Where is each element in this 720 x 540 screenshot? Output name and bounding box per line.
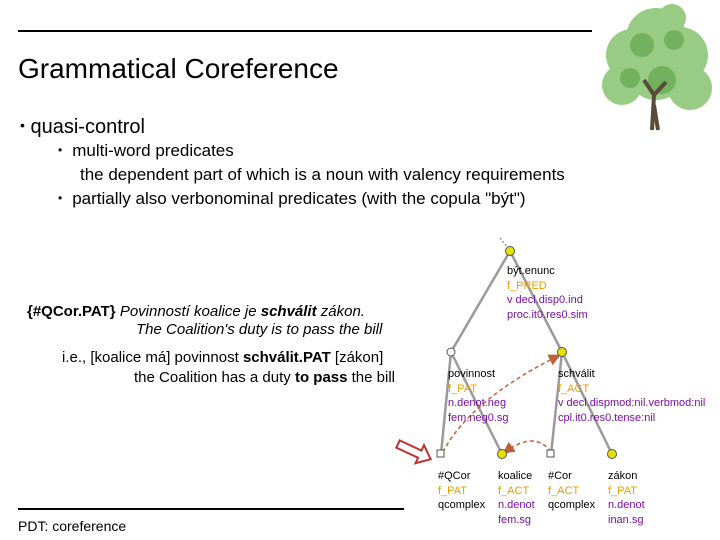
node-label-qcor: #QCor f_PAT qcomplex — [438, 469, 485, 513]
node-grammatemes: qcomplex — [548, 499, 596, 511]
node-grammatemes-2: fem.neg0.sg — [448, 411, 509, 424]
bullet-dot: • — [58, 143, 63, 157]
bullet-dot: • — [20, 117, 25, 133]
node-schvalit — [557, 347, 567, 357]
bullet-text: quasi-control — [30, 116, 145, 138]
node-functor: f_PRED — [507, 279, 547, 292]
node-grammatemes-2: cpl.it0.res0.tense:nil — [558, 411, 656, 424]
example-ie-english: the Coalition has a duty to pass the bil… — [134, 369, 395, 386]
bullet-quasi-control: • quasi-control — [20, 116, 145, 139]
node-grammatemes: qcomplex — [438, 499, 486, 511]
node-label-cor: #Cor f_ACT qcomplex — [548, 469, 595, 513]
node-lemma: zákon — [608, 470, 638, 482]
node-lemma: #QCor — [438, 470, 471, 482]
footer-rule — [18, 508, 404, 510]
slide-title: Grammatical Coreference — [18, 53, 339, 84]
node-grammatemes-2: inan.sg — [608, 513, 644, 526]
node-povinnost — [446, 347, 456, 357]
coref-arrow-qcor-schvalit — [442, 354, 561, 453]
tree-illustration — [602, 4, 712, 131]
example-english-text: The Coalition's duty is to pass the bill — [136, 321, 383, 338]
node-functor: f_ACT — [498, 484, 530, 497]
node-functor: f_PAT — [608, 484, 637, 497]
node-lemma: povinnost — [448, 368, 496, 380]
node-label-zakon: zákon f_PAT n.denot inan.sg — [608, 469, 645, 527]
node-grammatemes: v decl.dispmod:nil.verbmod:nil — [558, 397, 706, 409]
node-qcor — [436, 449, 445, 458]
sub-bullet-text: multi-word predicates — [72, 141, 234, 160]
node-label-root: být.enunc f_PRED v decl.disp0.ind proc.i… — [507, 264, 588, 322]
example-english: The Coalition's duty is to pass the bill — [136, 321, 382, 338]
pointer-arrow-icon — [394, 439, 433, 465]
example-czech-bold: schválit — [260, 303, 317, 320]
coref-arrow-cor-koalice — [502, 440, 552, 454]
node-functor: f_PAT — [448, 382, 477, 395]
node-cor — [546, 449, 555, 458]
example-tag: {#QCor.PAT} — [27, 303, 116, 320]
node-grammatemes: v decl.disp0.ind — [507, 294, 583, 306]
ie-en-after: the bill — [351, 369, 395, 386]
example-czech-after: zákon. — [320, 303, 365, 320]
node-grammatemes-2: fem.sg — [498, 513, 532, 526]
ie-before: i.e., [koalice má] povinnost — [62, 349, 239, 366]
node-grammatemes: n.denot — [498, 499, 535, 511]
node-grammatemes: n.denot.neg — [448, 397, 507, 409]
node-zakon — [607, 449, 617, 459]
sub-bullet-text: partially also verbonominal predicates (… — [72, 189, 526, 208]
node-label-povinnost: povinnost f_PAT n.denot.neg fem.neg0.sg — [448, 367, 509, 425]
tree-edges — [439, 250, 614, 455]
node-root — [505, 246, 515, 256]
node-functor: f_ACT — [558, 382, 590, 395]
sub-bullet-1: • multi-word predicates — [58, 141, 234, 161]
footer-text: PDT: coreference — [18, 518, 127, 534]
node-grammatemes-2: proc.it0.res0.sim — [507, 308, 588, 321]
title-top-rule — [18, 30, 592, 32]
node-grammatemes: n.denot — [608, 499, 645, 511]
node-label-koalice: koalice f_ACT n.denot fem.sg — [498, 469, 535, 527]
node-lemma: koalice — [498, 470, 533, 482]
node-functor: f_ACT — [548, 484, 580, 497]
sub-bullet-2: • partially also verbonominal predicates … — [58, 189, 526, 209]
node-lemma: být.enunc — [507, 265, 555, 277]
ie-after: [zákon] — [334, 349, 384, 366]
ie-en-bold: to pass — [294, 369, 348, 386]
node-label-schvalit: schválit f_ACT v decl.dispmod:nil.verbmo… — [558, 367, 705, 425]
ie-bold: schválit.PAT — [242, 349, 331, 366]
node-koalice — [497, 449, 507, 459]
node-lemma: #Cor — [548, 470, 572, 482]
ie-en-before: the Coalition has a duty — [134, 369, 291, 386]
sub-bullet-1-continuation: the dependent part of which is a noun wi… — [80, 165, 565, 184]
node-functor: f_PAT — [438, 484, 467, 497]
example-czech: {#QCor.PAT} Povinností koalice je schvál… — [27, 303, 365, 320]
bullet-dot: • — [58, 191, 63, 205]
example-czech-before: Povinností koalice je — [119, 303, 257, 320]
example-ie: i.e., [koalice má] povinnost schválit.PA… — [62, 349, 383, 366]
node-lemma: schválit — [558, 368, 595, 380]
